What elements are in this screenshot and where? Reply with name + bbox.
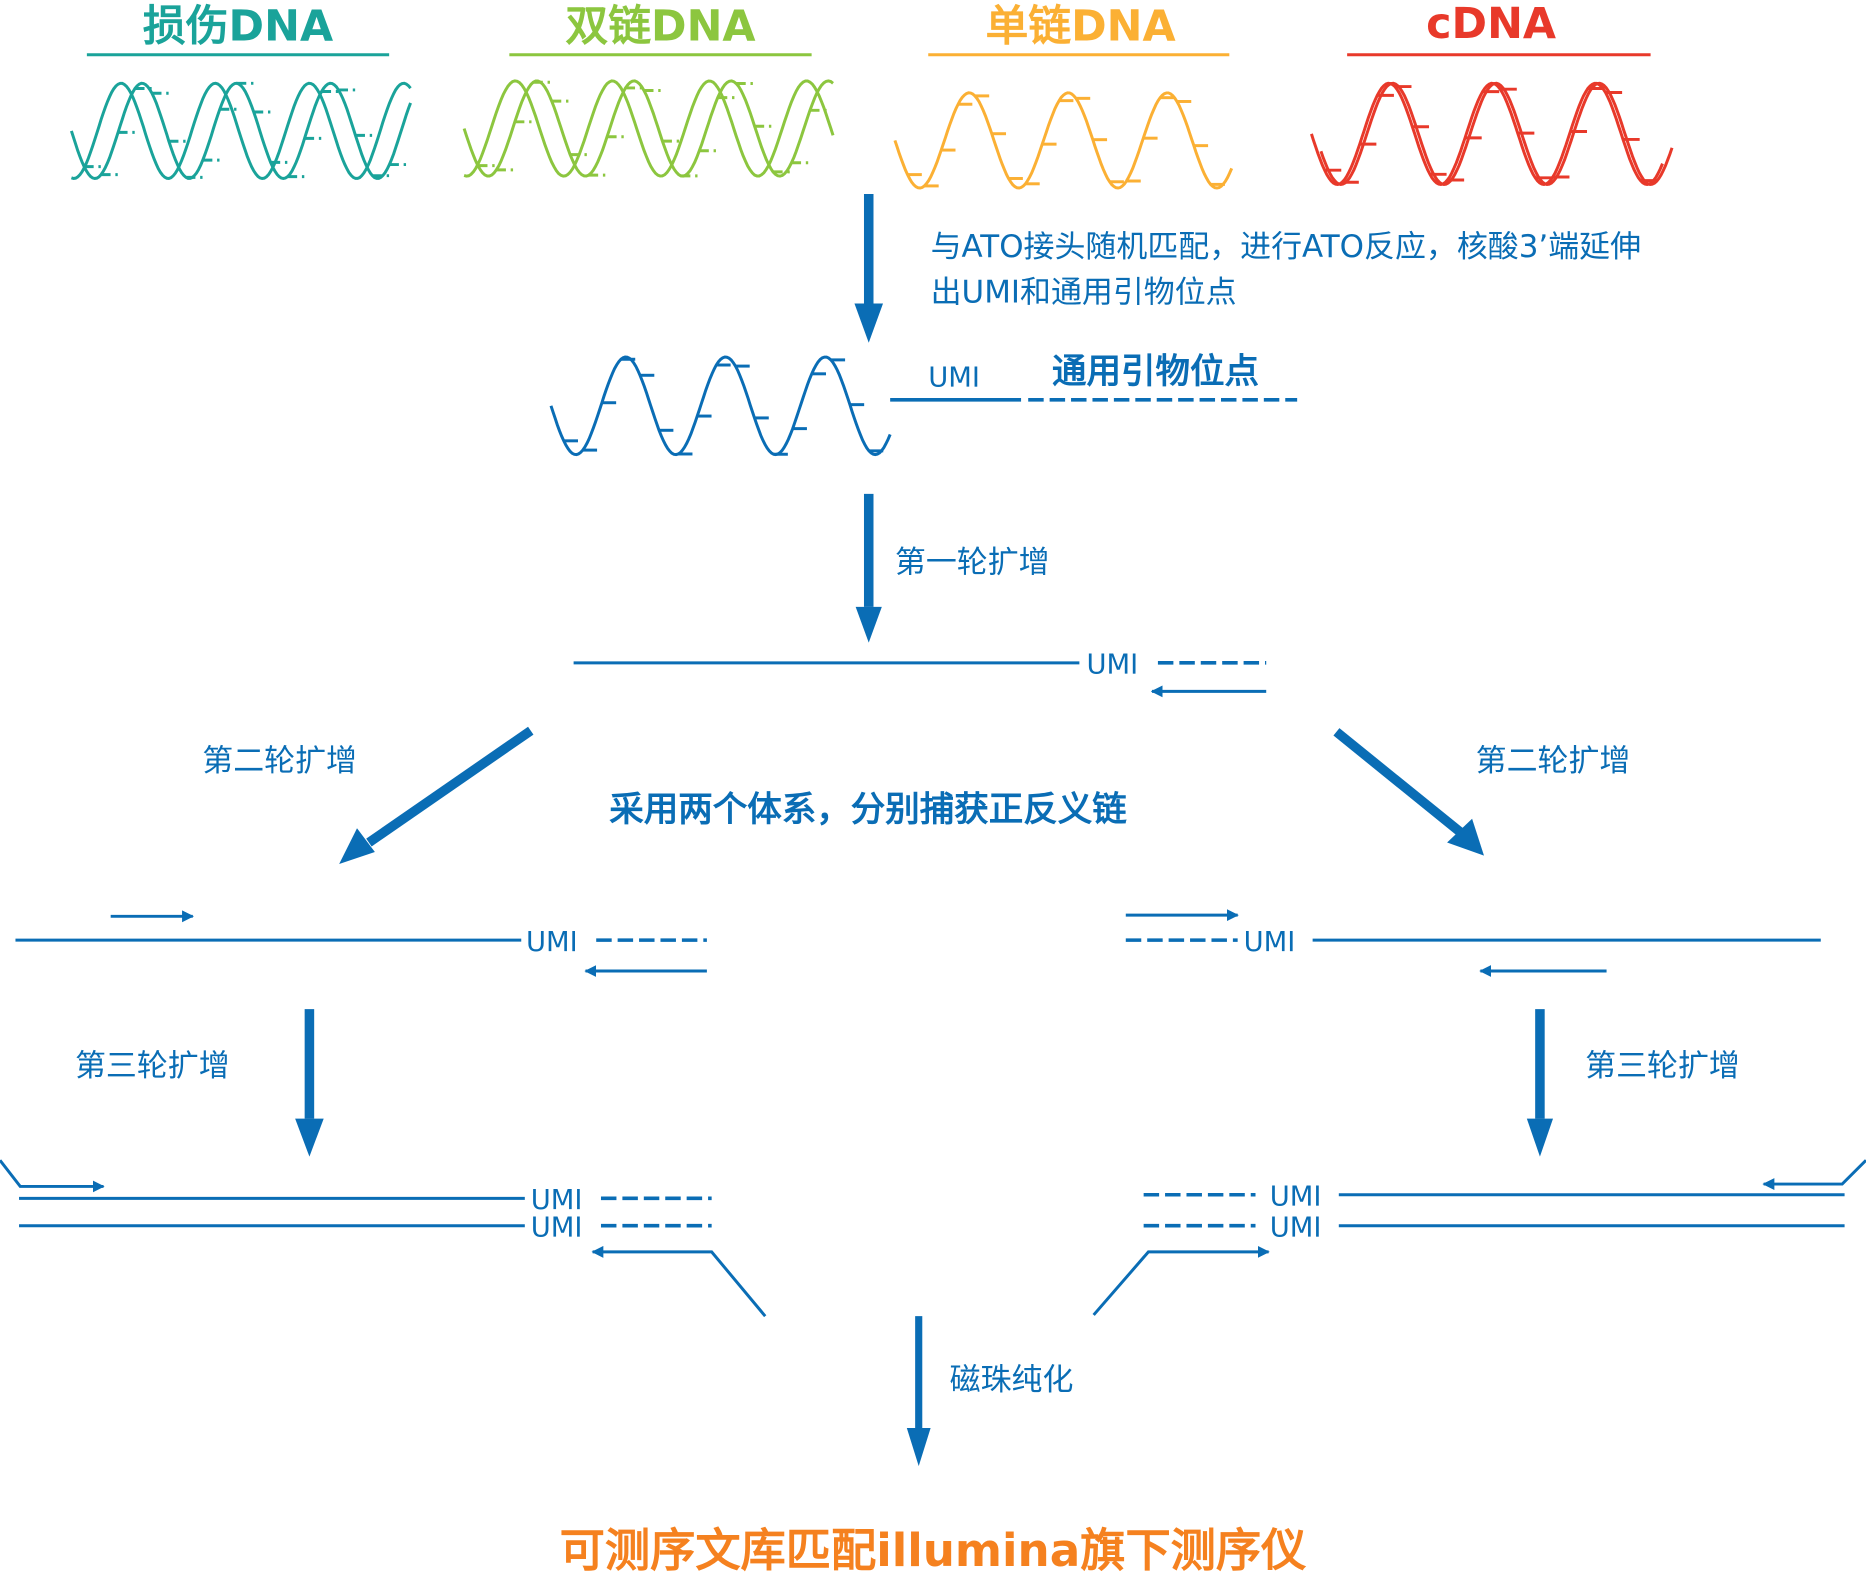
- arrowhead-icon: [855, 606, 882, 643]
- umi-label: UMI: [526, 927, 578, 958]
- p5-adapter-primer: [1092, 1245, 1270, 1316]
- input-label-damaged: 损伤DNA: [143, 1, 333, 51]
- round3-left-product: UMI UMI: [0, 1159, 767, 1318]
- p5-adapter-primer: [0, 1159, 105, 1193]
- input-single-strand-dna: 单链DNA: [893, 1, 1234, 190]
- input-label-double: 双链DNA: [565, 1, 755, 51]
- helix-icon-double: [462, 79, 835, 178]
- umi-label: UMI: [928, 363, 980, 394]
- arrowhead-icon: [295, 1118, 324, 1157]
- helix-strand: [549, 355, 892, 457]
- round2-center-note: 采用两个体系，分别捕获正反义链: [609, 790, 1127, 830]
- arrowhead-icon: [339, 828, 375, 864]
- step-round1: 第一轮扩增 UMI: [573, 493, 1267, 698]
- diagonal-arrow-left-icon: [366, 726, 534, 847]
- input-label-single: 单链DNA: [985, 1, 1175, 51]
- p7-adapter-primer: [1762, 1159, 1866, 1191]
- step-round2: 第二轮扩增 第二轮扩增 采用两个体系，分别捕获正反义链: [202, 726, 1631, 864]
- step-round3-right: 第三轮扩增: [1526, 1009, 1740, 1157]
- umi-label: UMI: [1244, 927, 1296, 958]
- purification-label: 磁珠纯化: [950, 1362, 1074, 1398]
- input-label-cdna: cDNA: [1426, 0, 1556, 49]
- arrowhead-icon: [906, 1428, 931, 1467]
- helix-strand: [69, 81, 412, 181]
- p7-adapter-primer: [591, 1245, 767, 1318]
- arrowhead-icon: [1526, 1118, 1554, 1157]
- umi-label: UMI: [1270, 1181, 1322, 1212]
- step-round3-left: 第三轮扩增: [75, 1009, 324, 1157]
- umi-label: UMI: [531, 1185, 583, 1216]
- primer-site-label: 通用引物位点: [1052, 352, 1259, 392]
- round2-left-label: 第二轮扩增: [202, 743, 357, 779]
- round3-right-product: UMI UMI: [1092, 1159, 1866, 1316]
- arrowhead-icon: [854, 303, 884, 343]
- helix-strand: [70, 81, 412, 181]
- helix-icon-tagged: [549, 355, 892, 457]
- step-ato-description-line1: 与ATO接头随机匹配，进行ATO反应，核酸3’端延伸: [931, 229, 1641, 265]
- arrowhead-icon: [1447, 818, 1484, 856]
- umi-label: UMI: [1270, 1212, 1322, 1243]
- step-purification: 磁珠纯化: [906, 1316, 1074, 1467]
- tagged-strand: UMI 通用引物位点: [549, 352, 1298, 457]
- umi-label: UMI: [1087, 650, 1139, 681]
- input-cdna: cDNA: [1310, 0, 1674, 186]
- round3-right-label: 第三轮扩增: [1585, 1048, 1740, 1084]
- input-double-strand-dna: 双链DNA: [462, 1, 835, 178]
- helix-icon-cdna: [1310, 81, 1674, 186]
- round1-label: 第一轮扩增: [895, 544, 1050, 580]
- input-damaged-dna: 损伤DNA: [69, 1, 412, 181]
- umi-label: UMI: [531, 1212, 583, 1243]
- helix-strand: [1310, 81, 1664, 186]
- step-ato-reaction: 与ATO接头随机匹配，进行ATO反应，核酸3’端延伸 出UMI和通用引物位点: [854, 193, 1641, 343]
- helix-strand: [893, 91, 1234, 190]
- helix-icon-damaged: [69, 81, 412, 181]
- helix-strand: [1319, 81, 1674, 186]
- helix-icon-single: [893, 91, 1234, 190]
- diagonal-arrow-right-icon: [1333, 728, 1465, 837]
- round3-left-label: 第三轮扩增: [75, 1048, 230, 1084]
- result-label: 可测序文库匹配illumina旗下测序仪: [560, 1524, 1307, 1572]
- helix-strand: [463, 79, 835, 178]
- round2-right-product: UMI: [1125, 909, 1821, 977]
- round2-left-product: UMI: [15, 910, 707, 977]
- step-ato-description-line2: 出UMI和通用引物位点: [931, 274, 1237, 310]
- round2-right-label: 第二轮扩增: [1476, 743, 1631, 779]
